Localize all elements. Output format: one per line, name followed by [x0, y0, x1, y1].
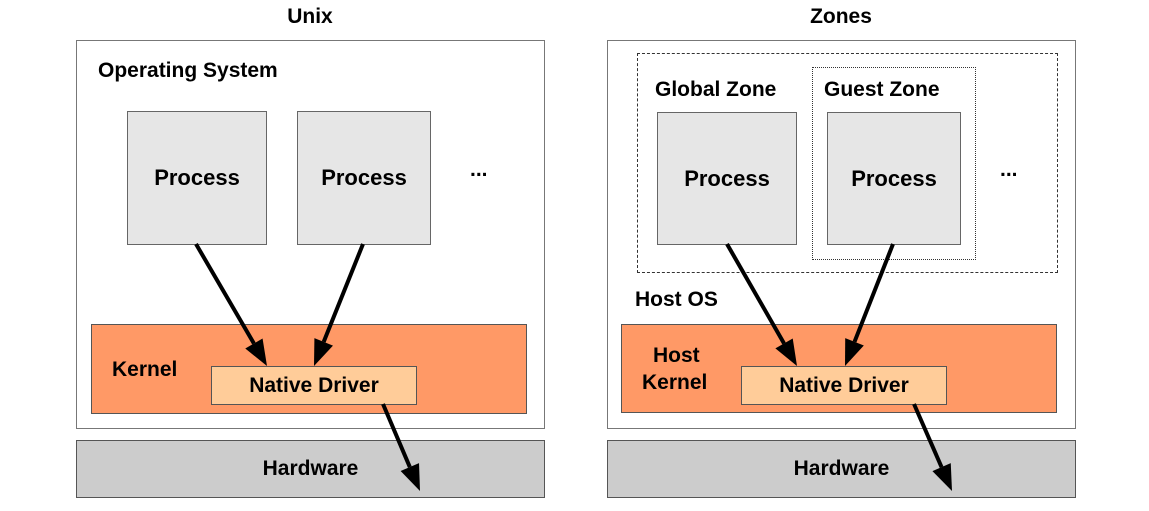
- host-os-label: Host OS: [635, 288, 718, 311]
- host-kernel-label-line2: Kernel: [642, 371, 708, 394]
- zones-container-dashed: [637, 53, 1058, 273]
- unix-process-box-2: Process: [297, 111, 431, 245]
- unix-native-driver-box: Native Driver: [211, 366, 417, 405]
- zones-native-driver-box: Native Driver: [741, 366, 947, 405]
- zones-hardware-box: Hardware: [607, 440, 1076, 498]
- global-zone-process-box: Process: [657, 112, 797, 245]
- host-kernel-label-line1: Host: [653, 344, 700, 367]
- unix-process-box-1: Process: [127, 111, 267, 245]
- unix-kernel-label: Kernel: [112, 358, 178, 381]
- unix-title: Unix: [287, 5, 333, 28]
- unix-hardware-box: Hardware: [76, 440, 545, 498]
- operating-system-label: Operating System: [98, 59, 278, 82]
- unix-ellipsis: ...: [470, 158, 488, 181]
- zones-ellipsis: ...: [1000, 158, 1018, 181]
- zones-title: Zones: [810, 5, 872, 28]
- global-zone-label: Global Zone: [655, 78, 777, 101]
- guest-zone-process-box: Process: [827, 112, 961, 245]
- guest-zone-label: Guest Zone: [824, 78, 940, 101]
